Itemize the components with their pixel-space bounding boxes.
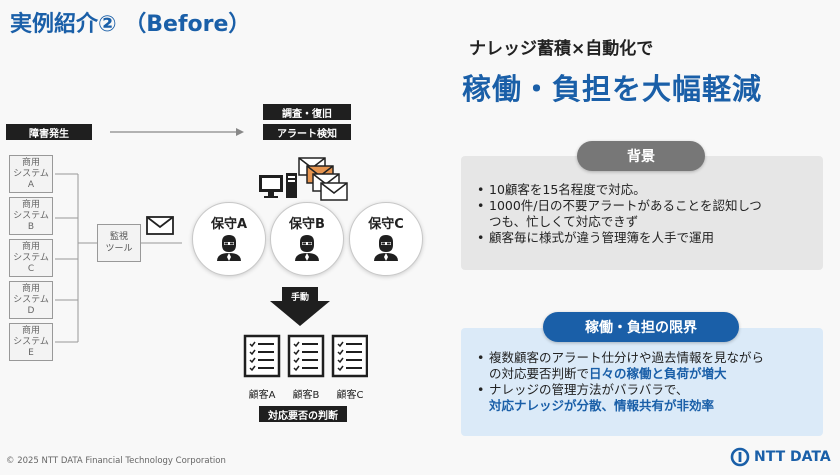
limit-bullet-2: ナレッジの管理方法がバラバラで、 (475, 382, 823, 398)
maintainer-b: 保守B (270, 202, 344, 276)
customer-label-a: 顧客A (248, 390, 276, 401)
limit-pill: 稼働・負担の限界 (543, 312, 739, 342)
background-bullets: 10顧客を15名程度で対応。 1000件/日の不要アラートがあることを認知しつ … (475, 182, 820, 246)
person-icon (374, 235, 398, 261)
customer-label-b: 顧客B (292, 390, 320, 401)
person-icon (217, 235, 241, 261)
ntt-data-logo: NTT DATA (730, 447, 831, 467)
manual-label: 手動 (290, 293, 309, 303)
limit-bullet-1: 複数顧客のアラート仕分けや過去情報を見ながら (475, 350, 823, 366)
ledger-icons (243, 334, 368, 378)
investigate-label: 調査・復旧 (263, 104, 351, 120)
judgment-label: 対応要否の判断 (259, 406, 347, 422)
mail-icon (146, 216, 174, 235)
headline-subtitle: ナレッジ蓄積×自動化で (469, 39, 654, 59)
copyright-footer: © 2025 NTT DATA Financial Technology Cor… (6, 456, 226, 466)
diagram-connectors (55, 128, 330, 343)
person-icon (295, 235, 319, 261)
background-bullet-2: 1000件/日の不要アラートがあることを認知しつ (475, 198, 820, 214)
background-bullet-2-cont: つも、忙しくて対応できず (489, 214, 639, 229)
incident-label: 障害発生 (6, 124, 92, 140)
background-bullet-3: 顧客毎に様式が違う管理簿を人手で運用 (475, 230, 820, 246)
computer-icon (259, 173, 297, 198)
background-pill: 背景 (577, 141, 705, 171)
headline-main: 稼働・負担を大幅軽減 (462, 72, 763, 106)
customer-label-c: 顧客C (336, 390, 364, 401)
monitor-tool-box: 監視ツール (97, 224, 141, 262)
checklist-icon-c (331, 334, 368, 378)
ntt-logo-icon (730, 447, 750, 467)
checklist-icon-b (287, 334, 325, 378)
alert-mails-icon (298, 157, 348, 201)
maintainer-c: 保守C (349, 202, 423, 276)
limit-bullet-2-cont: 対応ナレッジが分散、情報共有が非効率 (489, 398, 715, 413)
limit-bullet-1-cont: の対応要否判断で日々の稼働と負荷が増大 (489, 366, 727, 381)
maintainer-a: 保守A (192, 202, 266, 276)
background-bullet-1: 10顧客を15名程度で対応。 (475, 182, 820, 198)
checklist-icon-a (243, 334, 281, 378)
alert-detect-label: アラート検知 (263, 124, 351, 140)
page-title: 実例紹介② （Before） (10, 12, 251, 37)
limit-bullets: 複数顧客のアラート仕分けや過去情報を見ながら の対応要否判断で日々の稼働と負荷が… (475, 350, 823, 414)
